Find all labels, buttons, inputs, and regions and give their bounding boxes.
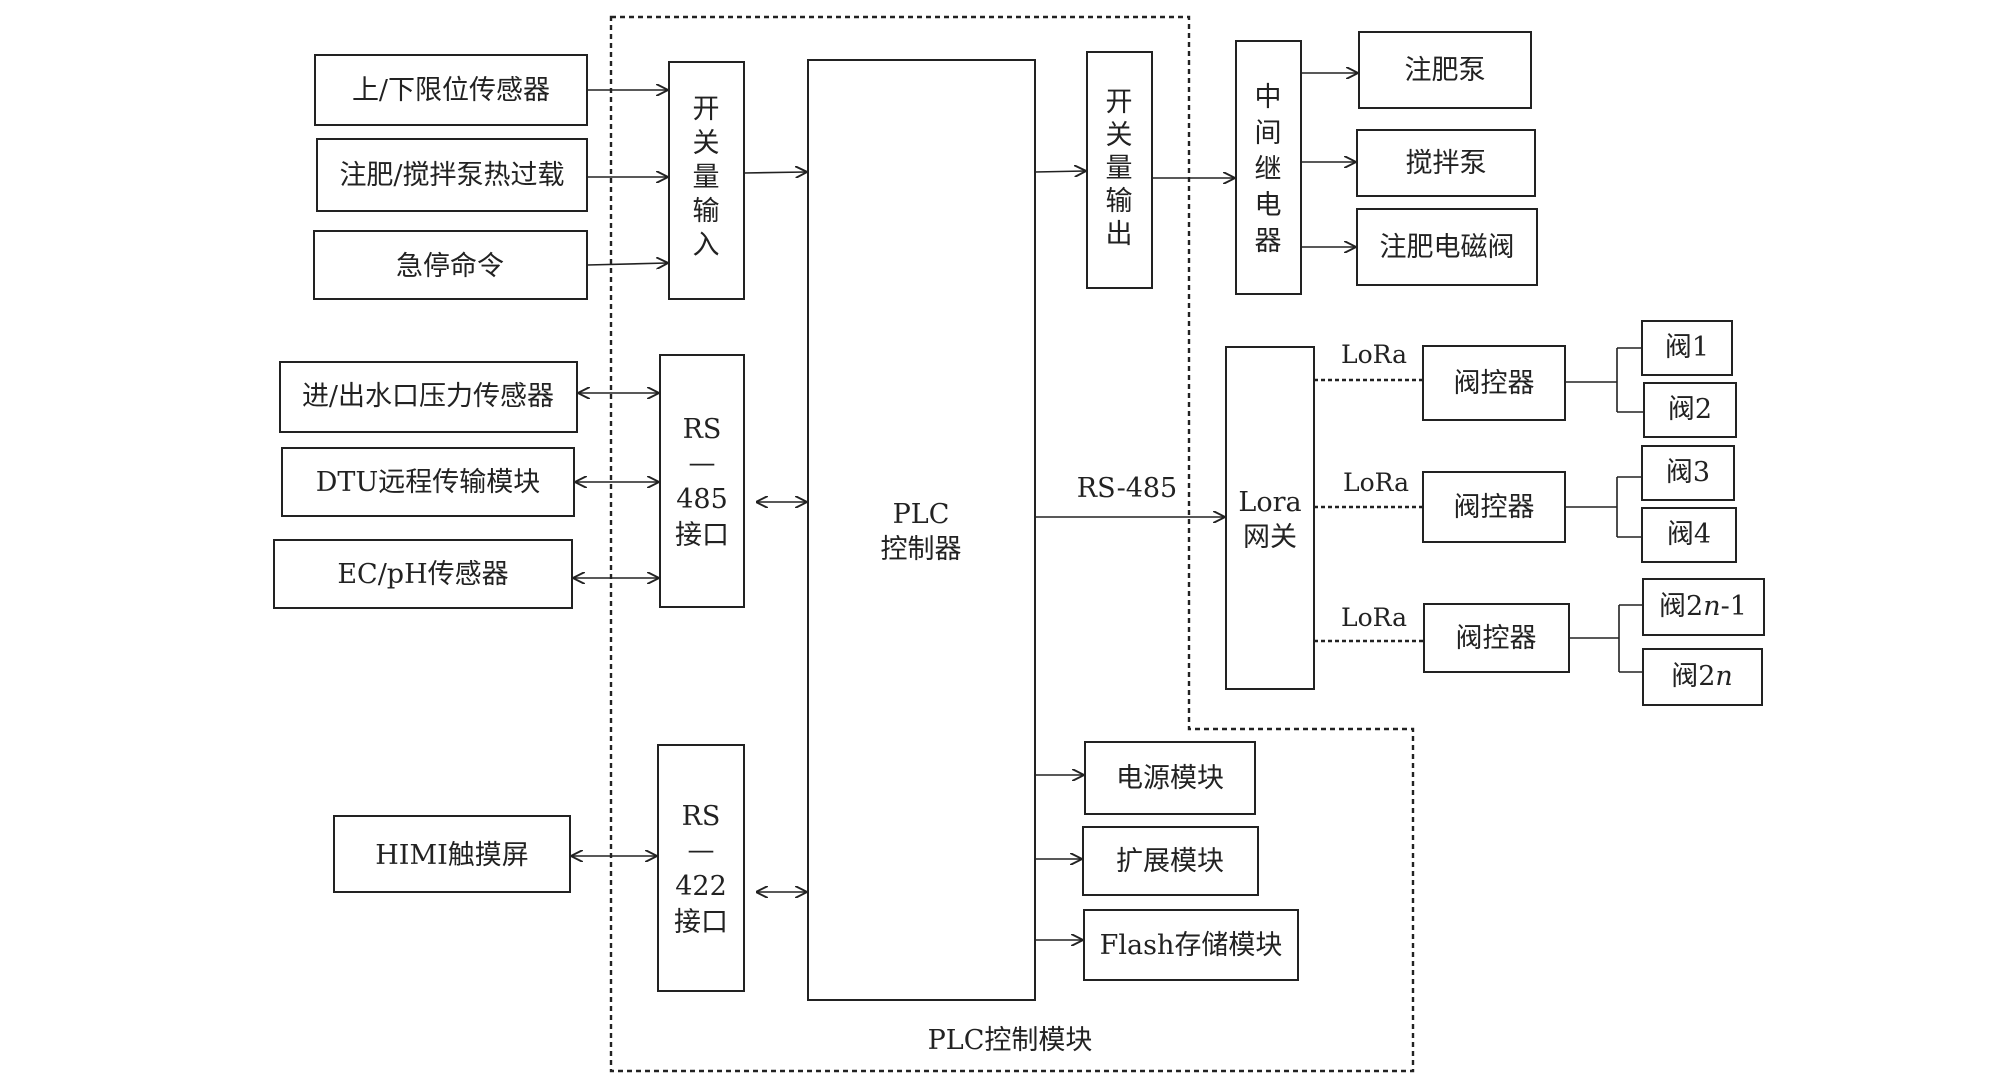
emergency-stop-box [313, 230, 588, 300]
valve-1-box [1641, 320, 1733, 376]
rs422-if-line-1: RS [682, 801, 721, 832]
mixing-pump-box [1356, 129, 1536, 197]
valve-2-label: 阀2 [1668, 394, 1712, 425]
valve-controller-1 [1422, 345, 1566, 421]
dtu-module-label: DTU远程传输模块 [316, 467, 540, 498]
flash-module-box [1083, 909, 1299, 981]
valve-2n-1-box [1642, 578, 1765, 636]
di-char-3: 量 [693, 162, 720, 193]
digital-output-module [1086, 51, 1153, 289]
plc-module-label: PLC控制模块 [928, 1025, 1093, 1056]
valve-controller-2-label: 阀控器 [1454, 492, 1535, 523]
do-char-2: 关 [1106, 120, 1133, 151]
rs485-if-line-4: 接口 [675, 520, 729, 551]
valve-2n-1-label: 阀2n-1 [1659, 591, 1747, 622]
valve-3-label: 阀3 [1666, 457, 1710, 488]
plc-controller [807, 59, 1036, 1001]
relay-char-1: 中 [1255, 82, 1282, 113]
valve-2n-box [1642, 648, 1763, 706]
arrow-plc-to-do [1034, 171, 1085, 172]
arrow-estop-to-di [586, 263, 667, 265]
valve-controller-3-label: 阀控器 [1456, 623, 1537, 654]
pressure-sensor-box [279, 361, 578, 433]
lora-label-2: LoRa [1343, 468, 1409, 497]
pump-overload-box [316, 138, 588, 212]
do-char-1: 开 [1106, 87, 1133, 118]
power-module-box [1084, 741, 1256, 815]
dtu-module-box [281, 447, 575, 517]
flash-module-label: Flash存储模块 [1100, 930, 1283, 961]
fertilizer-valve-box [1356, 208, 1538, 286]
rs485-if-line-3: 485 [676, 484, 728, 515]
relay-char-4: 电 [1255, 190, 1282, 221]
valve-3-box [1641, 445, 1735, 501]
limit-sensor-label: 上/下限位传感器 [352, 75, 550, 106]
valve-2n-label: 阀2n [1671, 661, 1733, 692]
mixing-pump-label: 搅拌泵 [1406, 148, 1487, 179]
emergency-stop-label: 急停命令 [396, 251, 504, 282]
hmi-touchscreen-box [333, 815, 571, 893]
digital-input-sources: 上/下限位传感器 注肥/搅拌泵热过载 急停命令 [313, 54, 588, 300]
expansion-module-box [1082, 826, 1259, 896]
rs422-if-line-4: 接口 [674, 907, 728, 938]
di-char-2: 关 [693, 128, 720, 159]
lora-gateway [1225, 346, 1315, 690]
plc-module-boundary [609, 15, 1415, 1073]
lora-gateway-line-1: Lora [1238, 487, 1301, 518]
arrow-di-to-plc [743, 172, 806, 173]
bracket-vc1-valves [1565, 347, 1644, 413]
digital-input-module [668, 61, 745, 300]
valve-1-label: 阀1 [1665, 332, 1709, 363]
di-char-4: 输 [693, 196, 720, 227]
lora-label-1: LoRa [1341, 340, 1407, 369]
ec-ph-sensor-box [273, 539, 573, 609]
fertilizer-valve-label: 注肥电磁阀 [1380, 232, 1515, 263]
do-char-5: 出 [1106, 219, 1133, 250]
do-char-3: 量 [1106, 153, 1133, 184]
fertilizer-pump-label: 注肥泵 [1405, 55, 1486, 86]
expansion-module-label: 扩展模块 [1116, 846, 1224, 877]
relay-char-5: 器 [1255, 226, 1282, 257]
hmi-touchscreen-label: HIMI触摸屏 [375, 840, 529, 871]
lora-label-3: LoRa [1341, 603, 1407, 632]
rs485-sources: 进/出水口压力传感器 DTU远程传输模块 EC/pH传感器 [273, 361, 578, 609]
rs422-if-line-3: 422 [675, 871, 727, 902]
do-char-4: 输 [1106, 186, 1133, 217]
rs422-interface [657, 744, 745, 992]
di-char-5: 入 [693, 230, 720, 261]
pump-overload-label: 注肥/搅拌泵热过载 [339, 160, 564, 191]
valve-4-box [1641, 507, 1737, 563]
power-module-label: 电源模块 [1116, 763, 1224, 794]
valve-4-label: 阀4 [1667, 519, 1711, 550]
bracket-vc2-valves [1565, 476, 1642, 538]
valve-controller-1-label: 阀控器 [1454, 368, 1535, 399]
valve-2-box [1643, 382, 1737, 438]
plc-controller-line-1: PLC [893, 499, 950, 530]
rs485-if-line-1: RS [683, 414, 722, 445]
bracket-vc3-valves [1569, 604, 1643, 673]
fertilizer-pump-box [1358, 31, 1532, 109]
rs485-link-label: RS-485 [1077, 473, 1177, 504]
relay-char-2: 间 [1255, 118, 1282, 149]
rs485-if-line-2: — [689, 448, 716, 479]
relay-char-3: 继 [1255, 154, 1282, 185]
rs422-if-line-2: — [688, 835, 715, 866]
lora-gateway-line-2: 网关 [1243, 522, 1297, 553]
valve-controller-3 [1423, 603, 1570, 673]
di-char-1: 开 [693, 94, 720, 125]
intermediate-relay [1235, 40, 1302, 295]
rs485-interface [659, 354, 745, 608]
ec-ph-sensor-label: EC/pH传感器 [337, 559, 508, 590]
plc-controller-line-2: 控制器 [881, 534, 962, 565]
pressure-sensor-label: 进/出水口压力传感器 [302, 381, 554, 412]
